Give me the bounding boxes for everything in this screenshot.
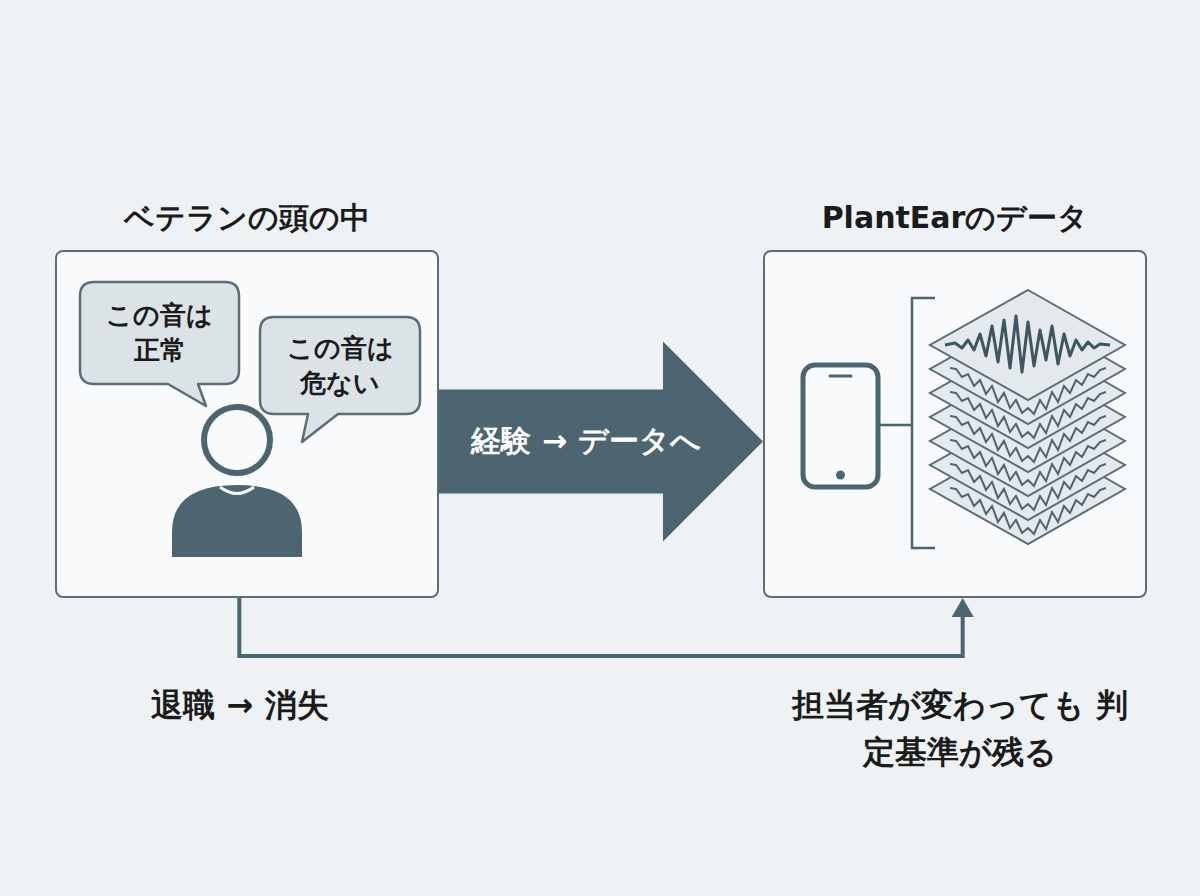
block-arrow xyxy=(439,341,763,541)
panel-heading: ベテランの頭の中 xyxy=(0,198,497,238)
panel-box: PlantEarのデータ xyxy=(763,250,1147,598)
bubble-outline xyxy=(80,282,239,384)
bubble-shape xyxy=(80,282,239,406)
panel-box: ベテランの頭の中この音は 正常この音は 危ない xyxy=(55,250,439,598)
connector xyxy=(439,341,763,541)
note-label: 退職 → 消失 xyxy=(90,682,390,729)
note-label: 担当者が変わっても 判定基準が残る xyxy=(790,682,1130,776)
bubble-shape xyxy=(260,317,420,442)
bubble-outline xyxy=(260,317,420,414)
connector xyxy=(239,598,973,656)
bubble-text: この音は 正常 xyxy=(80,282,239,384)
arrow-head xyxy=(952,598,974,617)
edge-label: 経験 → データへ xyxy=(439,421,733,461)
speech-bubble: この音は 正常 xyxy=(80,282,239,384)
bubble-text: この音は 危ない xyxy=(260,317,420,414)
speech-bubble: この音は 危ない xyxy=(260,317,420,414)
panel-heading: PlantEarのデータ xyxy=(705,198,1200,238)
connector-line xyxy=(239,598,962,656)
